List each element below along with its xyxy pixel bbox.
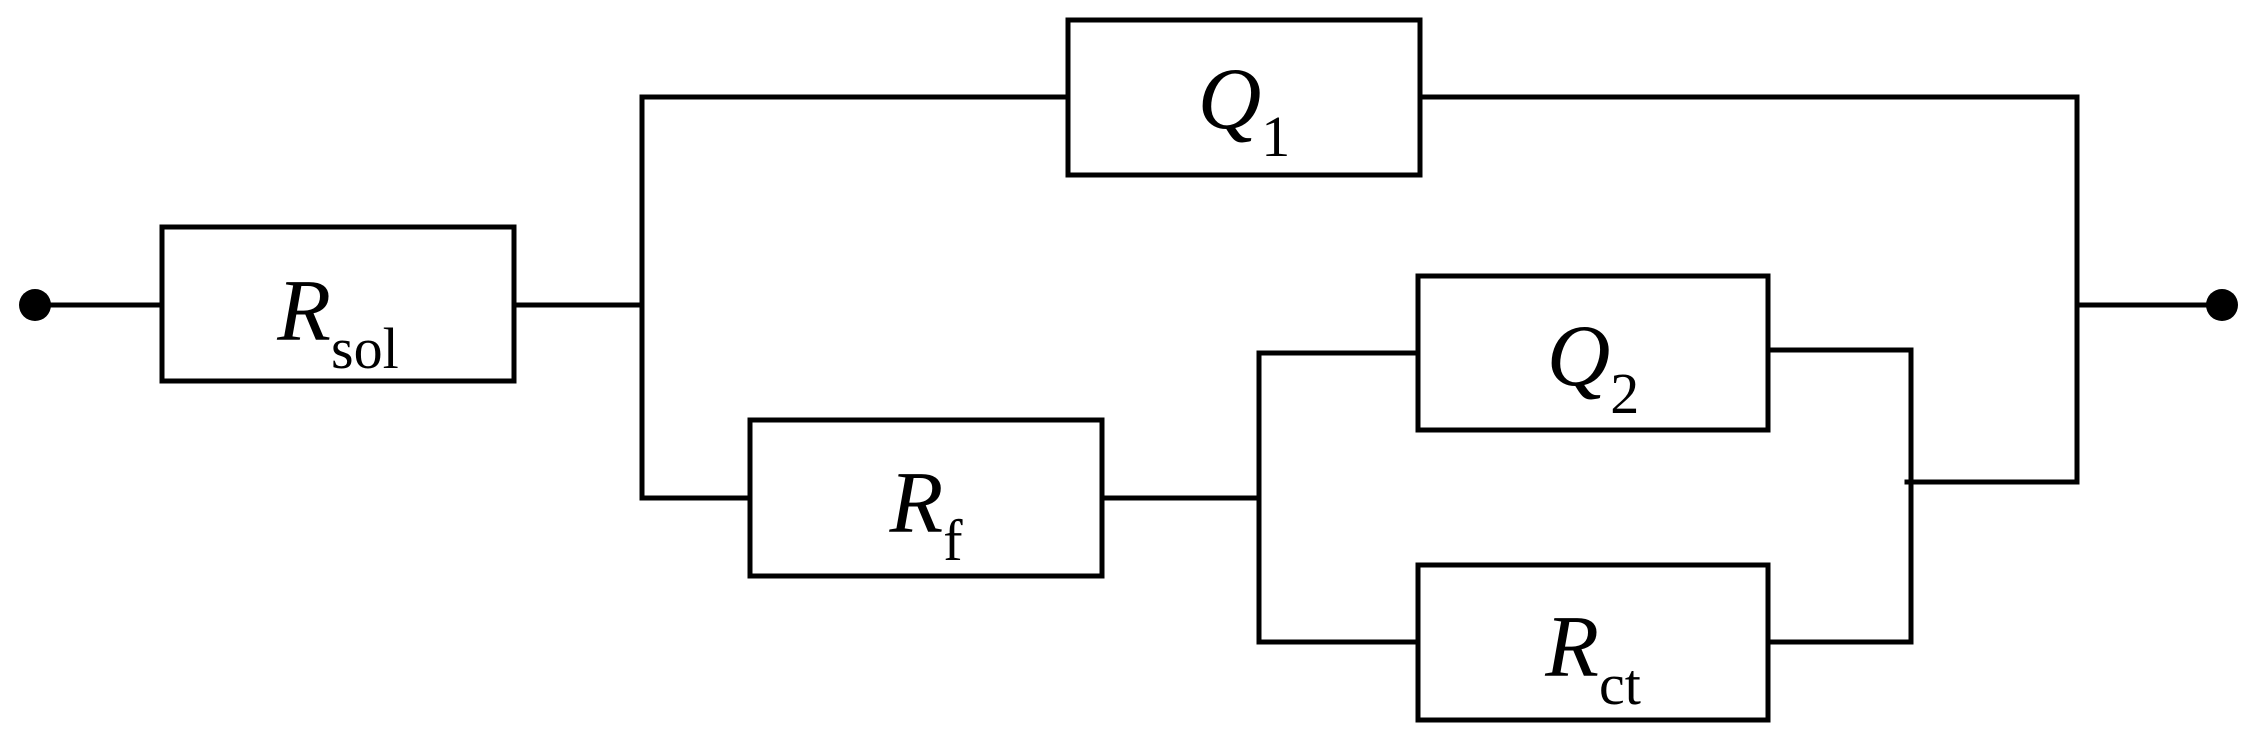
rsol-symbol: R <box>276 263 331 360</box>
q2-label: Q2 <box>1547 308 1640 426</box>
component-q1: Q1 <box>1065 17 1423 178</box>
q1-symbol: Q <box>1198 51 1262 148</box>
component-rsol: Rsol <box>159 224 517 384</box>
rct-box <box>1415 562 1771 723</box>
rct-subscript: ct <box>1599 652 1641 717</box>
left-terminal <box>19 289 51 321</box>
rf-symbol: R <box>888 455 943 552</box>
rct-label: Rct <box>1544 599 1641 717</box>
wires <box>32 94 2225 645</box>
rsol-box <box>159 224 517 384</box>
rf-label: Rf <box>888 455 963 573</box>
component-rct: Rct <box>1415 562 1771 723</box>
rf-box <box>747 417 1105 579</box>
q1-subscript: 1 <box>1261 104 1290 169</box>
rf-subscript: f <box>943 508 963 573</box>
q2-subscript: 2 <box>1610 361 1639 426</box>
rsol-subscript: sol <box>331 316 399 381</box>
q2-symbol: Q <box>1547 308 1611 405</box>
component-rf: Rf <box>747 417 1105 579</box>
q2-box <box>1415 273 1771 433</box>
component-q2: Q2 <box>1415 273 1771 433</box>
q1-box <box>1065 17 1423 178</box>
q1-label: Q1 <box>1198 51 1291 169</box>
rct-symbol: R <box>1544 599 1599 696</box>
rsol-label: Rsol <box>276 263 398 381</box>
right-terminal <box>2206 289 2238 321</box>
